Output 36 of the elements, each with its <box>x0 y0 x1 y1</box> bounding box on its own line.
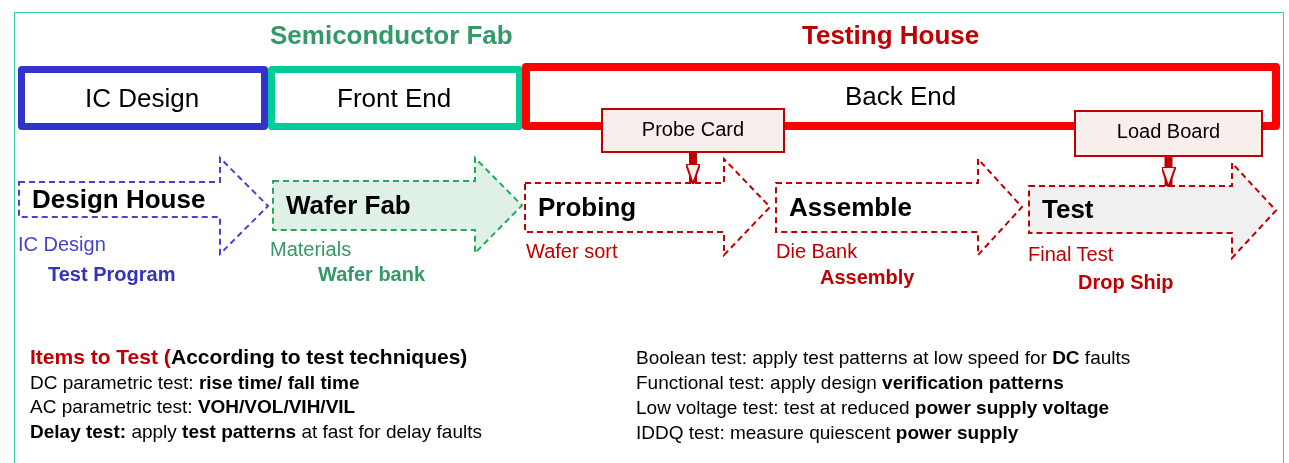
callout-text: Load Board <box>1115 120 1222 143</box>
note-text: Low voltage test: test at reduced power supply voltage <box>636 397 1110 419</box>
callout-arrow <box>1160 157 1177 188</box>
stage-note: Final Test <box>1028 243 1114 266</box>
stage-label: Front End <box>337 83 452 114</box>
stage-note: Test Program <box>48 263 176 286</box>
stage-note: Wafer bank <box>318 263 426 286</box>
stage-title: Test <box>1042 193 1094 225</box>
stage-title: Assemble <box>789 191 912 223</box>
stage-box <box>18 66 268 130</box>
group-heading: Semiconductor Fab <box>270 20 513 51</box>
callout-box <box>601 108 785 153</box>
stage-title: Probing <box>538 191 637 223</box>
section-heading: Items to Test ( <box>30 345 171 369</box>
group-heading: Testing House <box>802 20 980 51</box>
stage-label: Back End <box>845 81 957 112</box>
callout-box <box>1074 110 1263 157</box>
stage-note: Wafer sort <box>526 240 618 263</box>
stage-title: Design House <box>32 183 206 215</box>
note-text: Functional test: apply design verification patterns <box>636 372 1064 394</box>
callout-text: Probe Card <box>640 118 746 141</box>
stage-title: Wafer Fab <box>286 189 411 221</box>
note-text: AC parametric test: VOH/VOL/VIH/VIL <box>30 396 356 418</box>
stage-box <box>268 66 523 130</box>
stage-note: Materials <box>270 238 352 261</box>
stage-note: Die Bank <box>776 240 858 263</box>
note-text: Delay test: apply test patterns at fast for delay faults <box>30 421 482 443</box>
stage-note: Drop Ship <box>1078 271 1174 294</box>
note-text: IDDQ test: measure quiescent power supply <box>636 422 1019 444</box>
stage-note: Assembly <box>820 266 915 289</box>
callout-arrow <box>685 153 701 185</box>
note-text: Boolean test: apply test patterns at low speed for DC faults <box>636 347 1131 369</box>
section-heading: According to test techniques) <box>171 345 468 369</box>
note-text: DC parametric test: rise time/ fall time <box>30 372 360 394</box>
stage-label: IC Design <box>85 83 200 114</box>
stage-note: IC Design <box>18 233 106 256</box>
